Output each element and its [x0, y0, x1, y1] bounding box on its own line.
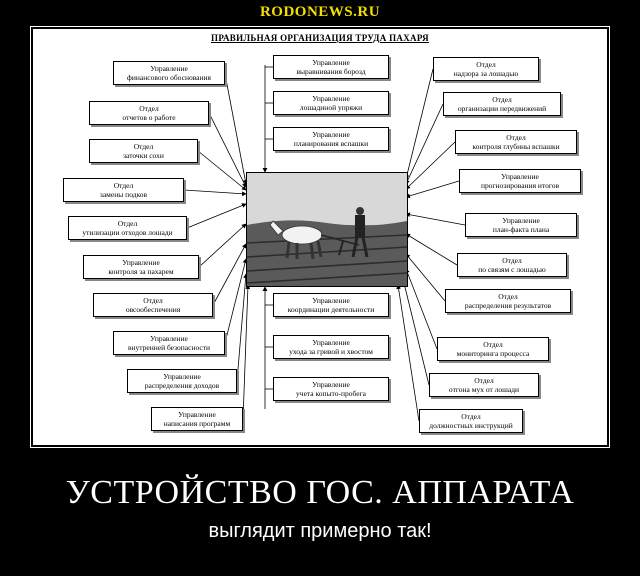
left-box-8: Управление внутренней безопасности — [113, 331, 225, 355]
left-box-3: Отдел заточки сохи — [89, 139, 198, 163]
org-chart-poster: ПРАВИЛЬНАЯ ОРГАНИЗАЦИЯ ТРУДА ПАХАРЯ — [33, 29, 607, 445]
right-box-4: Управление прогнозирования итогов — [459, 169, 581, 193]
right-box-7: Отдел распределения результатов — [445, 289, 571, 313]
left-box-4: Отдел замены подков — [63, 178, 184, 202]
right-box-9: Отдел отгона мух от лошади — [429, 373, 539, 397]
center-top-box-3: Управление планирования вспашки — [273, 127, 389, 151]
left-box-2: Отдел отчетов о работе — [89, 101, 209, 125]
center-bottom-box-3: Управление учета копыто-пробега — [273, 377, 389, 401]
center-bottom-box-1: Управление координации деятельности — [273, 293, 389, 317]
right-box-5: Управление план-факта плана — [465, 213, 577, 237]
left-box-1: Управление финансового обоснования — [113, 61, 225, 85]
site-watermark: RODONEWS.RU — [259, 4, 381, 20]
left-box-9: Управление распределения доходов — [127, 369, 237, 393]
left-box-5: Отдел утилизации отходов лошади — [68, 216, 187, 240]
poster-title: ПРАВИЛЬНАЯ ОРГАНИЗАЦИЯ ТРУДА ПАХАРЯ — [211, 33, 429, 43]
right-box-2: Отдел организации передвижений — [443, 92, 561, 116]
left-box-10: Управление написания программ — [151, 407, 243, 431]
demotivator-headline: УСТРОЙСТВО ГОС. АППАРАТА — [65, 474, 575, 511]
center-top-box-2: Управление лошадиной упряжи — [273, 91, 389, 115]
connector-arrows — [183, 65, 466, 422]
left-box-6: Управление контроля за пахарем — [83, 255, 199, 279]
left-box-7: Отдел овсообеспечения — [93, 293, 213, 317]
right-box-3: Отдел контроля глубины вспашки — [455, 130, 577, 154]
center-top-box-1: Управление выравнивания борозд — [273, 55, 389, 79]
right-box-6: Отдел по связям с лошадью — [457, 253, 567, 277]
right-box-8: Отдел мониторинга процесса — [437, 337, 549, 361]
demotivator-subline: выглядит примерно так! — [208, 520, 432, 542]
plowman-illustration — [246, 172, 408, 287]
poster-frame: ПРАВИЛЬНАЯ ОРГАНИЗАЦИЯ ТРУДА ПАХАРЯ — [30, 26, 610, 448]
right-box-1: Отдел надзора за лошадью — [433, 57, 539, 81]
center-bottom-box-2: Управление ухода за гривой и хвостом — [273, 335, 389, 359]
right-box-10: Отдел должностных инструкций — [419, 409, 523, 433]
